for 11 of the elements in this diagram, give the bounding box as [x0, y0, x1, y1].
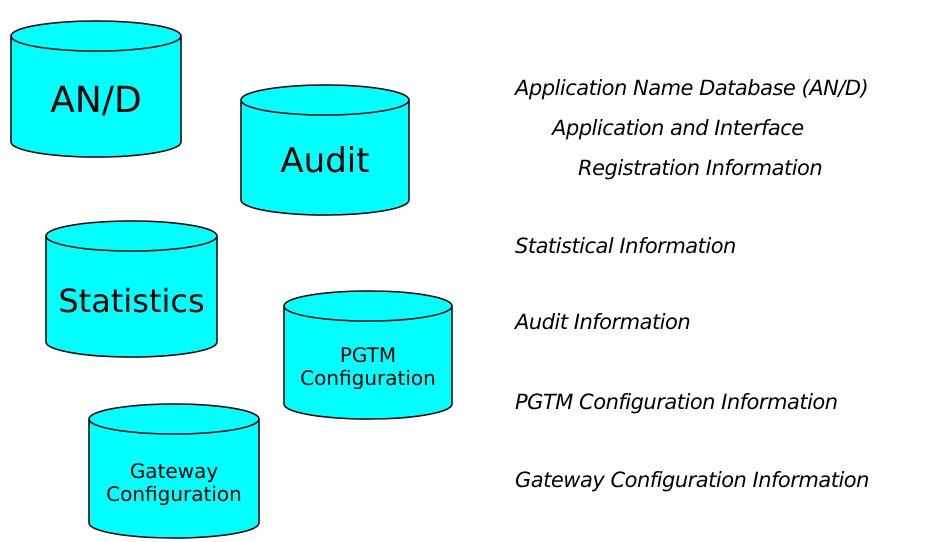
description-text: Application Name Database (AN/D) — [515, 76, 868, 100]
description-text: Statistical Information — [515, 234, 736, 258]
cylinder-label: PGTM Configuration — [299, 344, 437, 390]
description-text: Audit Information — [515, 310, 690, 334]
cylinder-label: Audit — [280, 142, 370, 182]
description-text: Gateway Configuration Information — [515, 468, 869, 492]
description-text: PGTM Configuration Information — [515, 390, 838, 414]
description-text: Application and Interface Registration Information — [552, 115, 824, 182]
cylinder-label: Statistics — [58, 282, 205, 320]
cylinder-label: AN/D — [50, 80, 142, 122]
cylinder-label: Gateway Configuration — [105, 460, 243, 506]
